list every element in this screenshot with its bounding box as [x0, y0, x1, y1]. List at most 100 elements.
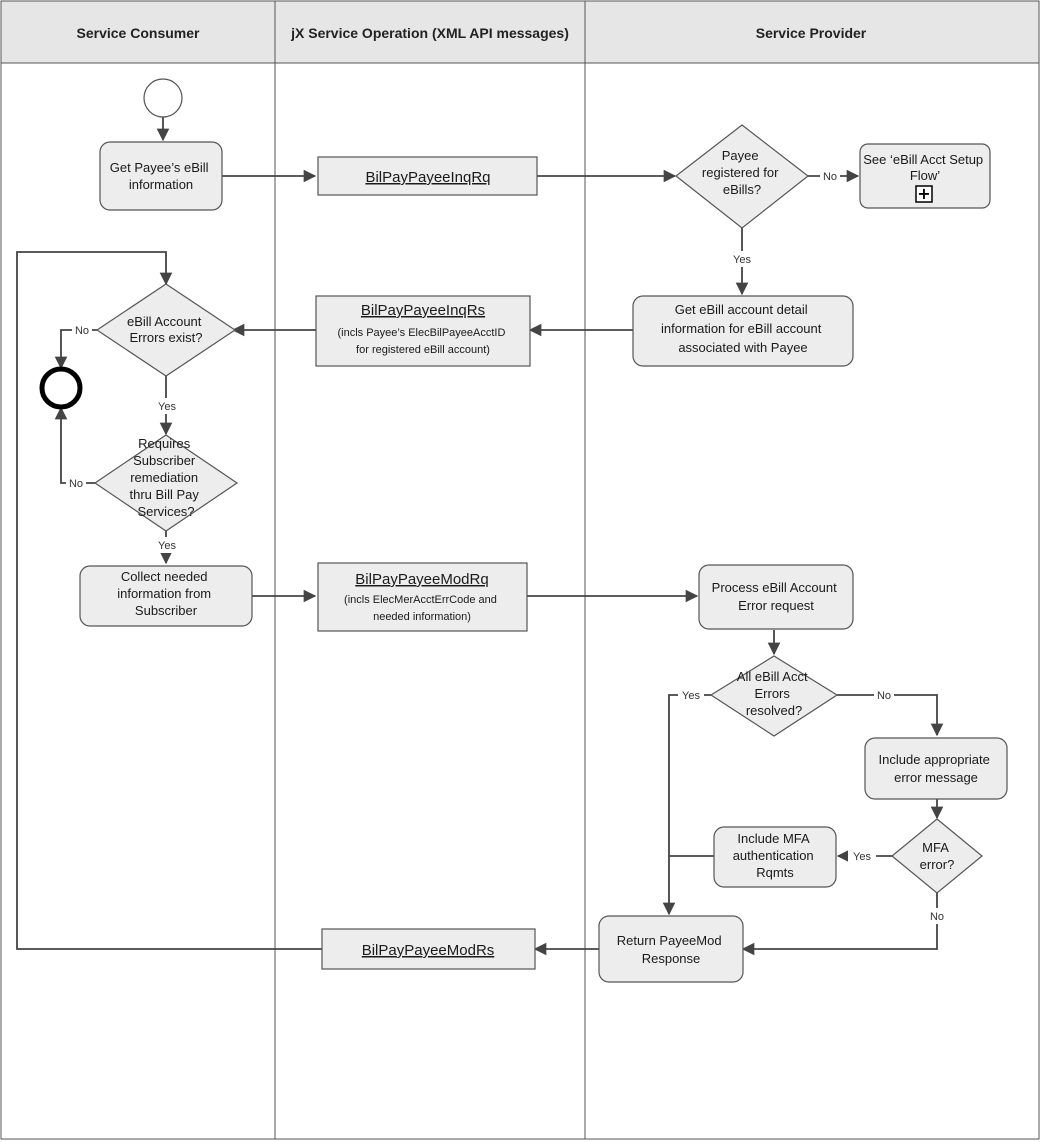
label-resolved-yes: Yes [682, 690, 700, 702]
node-collect-info-line-3: Subscriber [135, 603, 198, 618]
node-requires-remediation-line-4: thru Bill Pay [130, 487, 200, 502]
subprocess-plus-glyph: + [917, 184, 930, 203]
node-include-mfa-line-3: Rqmts [756, 865, 794, 880]
node-include-error-msg-line-2: error message [894, 770, 978, 785]
edge-remediation-no [54, 406, 95, 484]
svg-text:eBill Account Errors exi: eBill Account Errors exist? [127, 314, 205, 345]
msg-inq-rq-title: BilPayPayeeInqRq [365, 169, 490, 186]
edge-modrs-loopback [16, 251, 322, 950]
msg-inq-rs: BilPayPayeeInqRs (incls Payee’s ElecBilP… [315, 295, 531, 367]
node-get-payee-info-line-2: information [129, 177, 193, 192]
label-registered-yes: Yes [733, 254, 751, 266]
label-remediation-no: No [69, 478, 83, 490]
svg-text:Requires Subscriber: Requires Subscriber remediation thru Bil… [130, 436, 203, 519]
node-errors-exist-line-2: Errors exist? [130, 330, 203, 345]
label-errors-no: No [75, 325, 89, 337]
msg-mod-rq-title: BilPayPayeeModRq [355, 571, 488, 588]
node-see-setup-flow-line-1: See ‘eBill Acct Setup [863, 152, 983, 167]
node-mfa-error-line-2: error? [920, 857, 955, 872]
edges [16, 117, 944, 956]
node-include-mfa: Include MFA authentication Rqmts [713, 826, 837, 888]
node-include-error-msg: Include appropriate error message [864, 737, 1008, 800]
node-process-error-line-1: Process eBill Account [712, 580, 837, 595]
node-get-account-detail-line-3: associated with Payee [678, 340, 807, 355]
node-process-error: Process eBill Account Error request [698, 564, 854, 630]
svg-text:All eBill Acct Errors: All eBill Acct Errors resolved? [737, 669, 811, 718]
edge-resolved-no [837, 694, 944, 737]
svg-text:MFA error?: MFA error? [920, 840, 955, 872]
lane-title-operation: jX Service Operation (XML API messages) [290, 25, 569, 41]
msg-inq-rq: BilPayPayeeInqRq [317, 156, 538, 196]
node-collect-info-line-2: information from [117, 586, 211, 601]
msg-mod-rq-note-2: needed information) [373, 611, 471, 623]
end-event [39, 366, 83, 410]
msg-mod-rs-title: BilPayPayeeModRs [362, 942, 495, 959]
msg-mod-rq-note-1: (incls ElecMerAcctErrCode and [344, 594, 497, 606]
node-get-payee-info: Get Payee’s eBill information [99, 141, 223, 211]
node-all-resolved-line-2: Errors [754, 686, 790, 701]
node-mfa-error-line-1: MFA [922, 840, 949, 855]
svg-text:(incls Payee’s ElecBilPayeeAcc: (incls Payee’s ElecBilPayeeAcctID for re… [338, 327, 509, 356]
node-see-setup-flow-line-2: Flow’ [910, 168, 940, 183]
node-all-resolved-line-3: resolved? [746, 703, 802, 718]
node-payee-registered-line-3: eBills? [723, 182, 761, 197]
msg-mod-rq: BilPayPayeeModRq (incls ElecMerAcctErrCo… [317, 562, 528, 632]
node-requires-remediation-line-5: Services? [137, 504, 194, 519]
node-payee-registered: Payee registered for eBills? [675, 124, 809, 229]
start-event [143, 78, 183, 118]
label-mfa-no: No [930, 911, 944, 923]
node-include-error-msg-line-1: Include appropriate [879, 752, 990, 767]
label-mfa-yes: Yes [853, 851, 871, 863]
label-registered-no: No [823, 171, 837, 183]
edge-mfa-no [741, 893, 938, 956]
node-payee-registered-line-1: Payee [722, 148, 759, 163]
svg-text:Payee registered for: Payee registered for eBills? [702, 148, 782, 197]
node-return-response-line-1: Response [642, 951, 701, 966]
node-errors-exist: eBill Account Errors exist? [95, 283, 237, 377]
node-requires-remediation: Requires Subscriber remediation thru Bil… [93, 434, 239, 532]
node-errors-exist-line-1: eBill Account [127, 314, 202, 329]
node-all-resolved-line-1: All eBill Acct [737, 669, 808, 684]
svg-text:(incls ElecMerAcctErrCode and: (incls ElecMerAcctErrCode and needed inf… [344, 594, 500, 623]
svg-text:See ‘eBill Acct Setup Fl: See ‘eBill Acct Setup Flow’ [863, 152, 987, 183]
edge-resolved-yes [662, 694, 711, 916]
node-requires-remediation-line-1: Requires [138, 436, 191, 451]
label-errors-yes: Yes [158, 401, 176, 413]
node-see-setup-flow[interactable]: See ‘eBill Acct Setup Flow’ + [859, 143, 991, 209]
subprocess-expand-icon[interactable] [915, 185, 933, 203]
svg-text:Include appropriate erro: Include appropriate error message [879, 752, 994, 785]
lane-title-provider: Service Provider [756, 25, 867, 41]
msg-inq-rs-note-2: for registered eBill account) [356, 344, 490, 356]
msg-inq-rs-note-1: (incls Payee’s ElecBilPayeeAcctID [338, 327, 506, 339]
node-all-resolved: All eBill Acct Errors resolved? [709, 655, 839, 737]
node-mfa-error: MFA error? [891, 818, 983, 894]
node-get-payee-info-line-1: Get Payee’s eBill [110, 160, 209, 175]
svg-text:Include MFA authenticati: Include MFA authentication Rqmts [733, 831, 818, 880]
node-include-mfa-line-2: authentication [733, 848, 814, 863]
node-include-mfa-line-1: Include MFA [737, 831, 810, 846]
msg-inq-rs-title: BilPayPayeeInqRs [361, 302, 485, 319]
svg-text:Get eBill account detail: Get eBill account detail information for… [661, 302, 825, 355]
node-return-response: Return PayeeMod Response [598, 915, 744, 983]
node-requires-remediation-line-2: Subscriber [133, 453, 196, 468]
svg-text:Return PayeeMod Response: Return PayeeMod Response [617, 933, 725, 966]
node-process-error-line-2: Error request [738, 598, 814, 613]
node-collect-info: Collect needed information from Subscrib… [79, 565, 253, 627]
lane-header-bar [0, 0, 1040, 64]
node-payee-registered-line-2: registered for [702, 165, 779, 180]
node-get-account-detail-line-1: Get eBill account detail [675, 302, 808, 317]
node-get-account-detail-line-2: information for eBill account [661, 321, 822, 336]
label-resolved-no: No [877, 690, 891, 702]
svg-text:Get Payee’s eBill inform: Get Payee’s eBill information [110, 160, 212, 192]
svg-text:Collect needed informati: Collect needed information from Subscrib… [117, 569, 215, 618]
node-collect-info-line-1: Collect needed [121, 569, 208, 584]
node-requires-remediation-line-3: remediation [130, 470, 198, 485]
msg-mod-rs: BilPayPayeeModRs [321, 928, 536, 970]
node-get-account-detail: Get eBill account detail information for… [632, 295, 854, 367]
node-return-response-line-1: Return PayeeMod [617, 933, 722, 948]
label-remediation-yes: Yes [158, 540, 176, 552]
edge-labels: No Yes No Yes No Yes Yes No Yes No [66, 168, 948, 924]
lane-title-consumer: Service Consumer [77, 25, 200, 41]
